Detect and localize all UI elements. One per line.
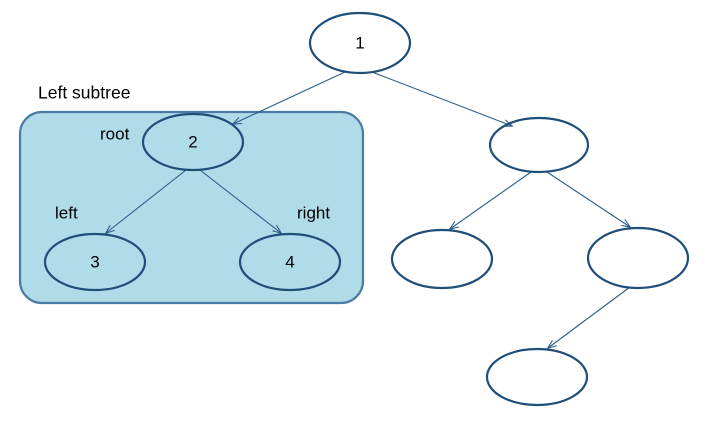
annotation-a-right: right (297, 203, 330, 222)
tree-node-r2[interactable] (390, 228, 494, 290)
annotation-a-root: root (100, 124, 130, 143)
node-ellipse-n1[interactable] (308, 11, 412, 75)
tree-node-n2[interactable]: 2 (141, 112, 245, 172)
node-ellipse-r4[interactable] (485, 347, 589, 407)
tree-node-n3[interactable]: 3 (43, 232, 147, 292)
left-subtree-title: Left subtree (38, 83, 130, 103)
left-subtree-highlight-rect[interactable] (18, 110, 365, 305)
tree-edge-n2-to-n4 (199, 169, 283, 235)
node-label-n2: 2 (188, 132, 197, 151)
node-ellipse-n3[interactable] (43, 232, 147, 292)
node-ellipse-n4[interactable] (238, 232, 342, 292)
annotations-layer: root left right (55, 124, 330, 222)
node-label-n4: 4 (285, 252, 294, 271)
tree-node-r4[interactable] (485, 347, 589, 407)
tree-node-n1[interactable]: 1 (308, 11, 412, 75)
node-ellipse-r3[interactable] (586, 226, 690, 290)
tree-edge-r3-to-r4 (546, 286, 631, 350)
nodes-layer: 1 2 3 4 (43, 11, 690, 407)
tree-node-n4[interactable]: 4 (238, 232, 342, 292)
tree-node-r3[interactable] (586, 226, 690, 290)
annotation-a-left: left (55, 203, 78, 222)
tree-node-r1[interactable] (488, 116, 590, 174)
tree-edge-n2-to-n3 (104, 169, 187, 235)
tree-edge-n1-to-n2 (231, 71, 346, 125)
tree-edge-n1-to-r1 (371, 71, 514, 127)
tree-edge-r1-to-r2 (448, 171, 532, 231)
tree-edge-r1-to-r3 (546, 171, 632, 229)
node-ellipse-r2[interactable] (390, 228, 494, 290)
edges-layer (104, 71, 632, 350)
node-label-n1: 1 (355, 33, 364, 52)
node-label-n3: 3 (90, 252, 99, 271)
left-subtree-group[interactable]: Left subtree (18, 83, 365, 305)
node-ellipse-n2[interactable] (141, 112, 245, 172)
node-ellipse-r1[interactable] (488, 116, 590, 174)
